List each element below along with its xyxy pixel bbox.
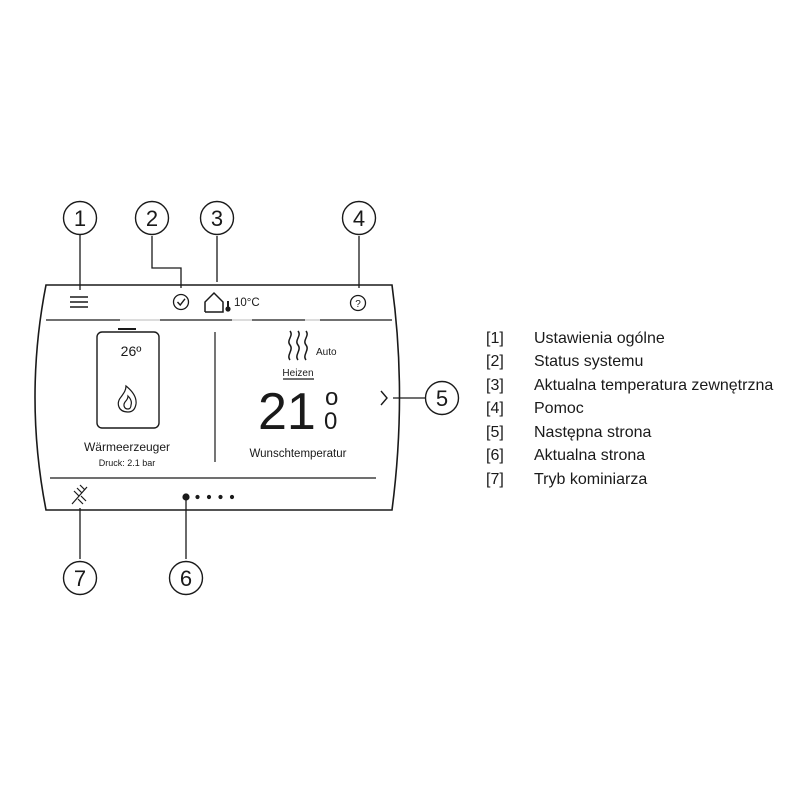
flame-icon <box>117 384 137 413</box>
svg-text:2: 2 <box>146 206 158 231</box>
set-temperature-degree: o <box>325 384 338 411</box>
heating-label: Heizen <box>282 368 313 379</box>
device-outline <box>34 284 401 511</box>
heating-waves-icon <box>288 330 308 361</box>
help-icon[interactable]: ? <box>349 294 367 312</box>
svg-text:1: 1 <box>74 206 86 231</box>
page-dot[interactable] <box>206 494 212 500</box>
boiler-tile[interactable] <box>96 328 160 429</box>
chevron-right-icon[interactable] <box>380 390 388 406</box>
svg-text:3: 3 <box>211 206 223 231</box>
callout-2: 2 <box>134 200 170 236</box>
svg-text:4: 4 <box>353 206 365 231</box>
page-dot-current[interactable] <box>182 493 190 501</box>
svg-text:7: 7 <box>74 566 86 591</box>
page-dot[interactable] <box>195 494 200 500</box>
legend-item: [7]Tryb kominiarza <box>486 470 648 488</box>
leader-lines <box>79 234 425 559</box>
chimney-sweep-icon[interactable] <box>71 484 88 505</box>
house-thermometer-icon[interactable] <box>204 291 231 313</box>
callout-1: 1 <box>62 200 98 236</box>
svg-text:6: 6 <box>180 566 192 591</box>
mode-label[interactable]: Auto <box>316 347 337 358</box>
set-temperature-label: Wunschtemperatur <box>250 448 347 460</box>
boiler-label: Wärmeerzeuger <box>84 440 170 454</box>
legend-item: [6]Aktualna strona <box>486 447 646 465</box>
pressure-label: Druck: 2.1 bar <box>99 458 156 468</box>
callout-6: 6 <box>168 560 204 596</box>
page-dot[interactable] <box>229 494 235 500</box>
set-temperature-decimal: 0 <box>324 408 337 435</box>
svg-text:5: 5 <box>436 386 448 411</box>
set-temperature-whole[interactable]: 21 <box>258 383 316 441</box>
menu-icon[interactable] <box>70 296 88 308</box>
callout-4: 4 <box>341 200 377 236</box>
callout-7: 7 <box>62 560 98 596</box>
callout-5: 5 <box>424 380 460 416</box>
outdoor-temperature: 10°C <box>234 297 260 309</box>
help-glyph: ? <box>355 299 361 310</box>
legend-item: [4]Pomoc <box>486 400 584 418</box>
legend-item: [5]Następna strona <box>486 423 652 441</box>
boiler-temperature: 26º <box>121 343 142 359</box>
legend-item: [1]Ustawienia ogólne <box>486 329 665 347</box>
page-dot[interactable] <box>218 494 223 500</box>
callout-3: 3 <box>199 200 235 236</box>
legend-item: [3]Aktualna temperatura zewnętrzna <box>486 376 774 394</box>
legend: [1]Ustawienia ogólne [2]Status systemu [… <box>486 327 773 492</box>
page-indicator <box>182 493 235 501</box>
checkmark-icon[interactable] <box>172 293 190 311</box>
legend-item: [2]Status systemu <box>486 353 644 371</box>
